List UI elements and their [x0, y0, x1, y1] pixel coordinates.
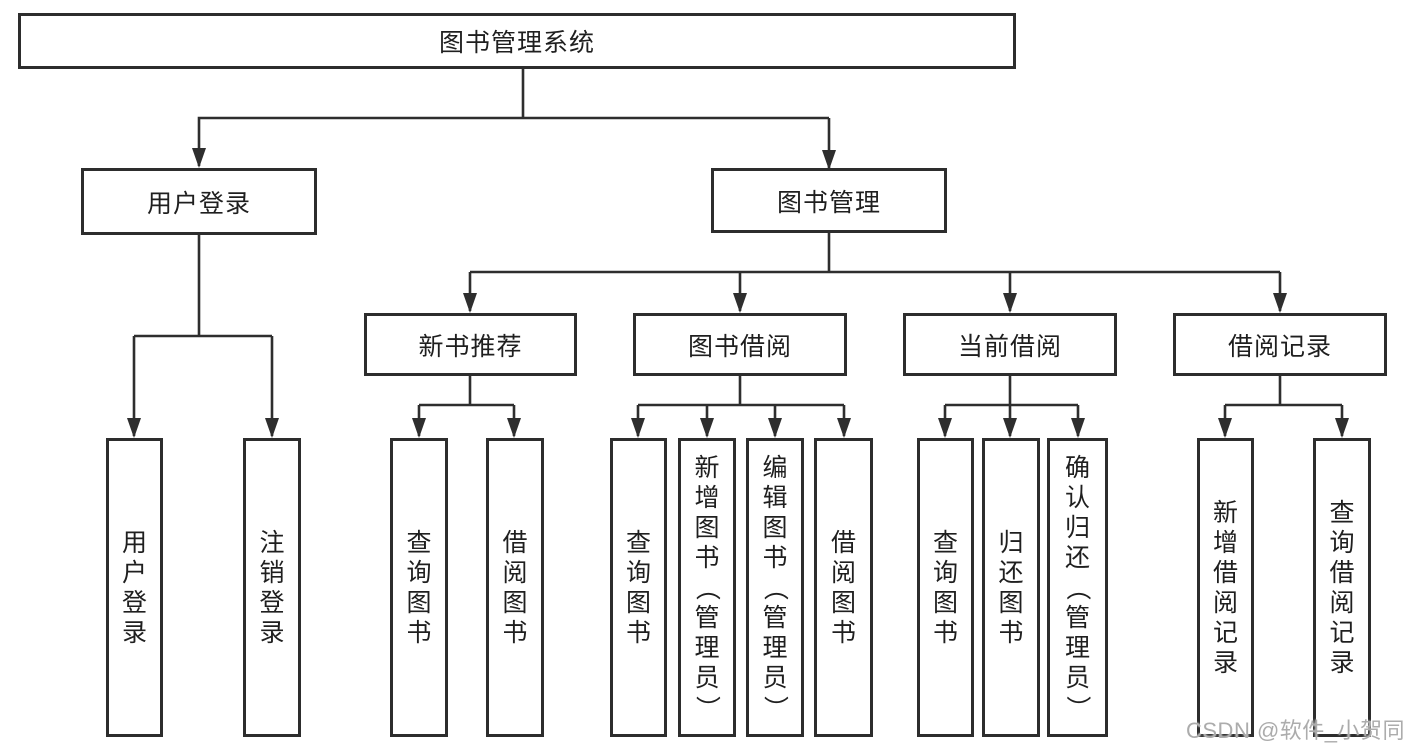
node-book-borrow: 图书借阅 [633, 313, 847, 376]
node-leaf-return-book: 归还图书 [982, 438, 1040, 737]
node-user-login: 用户登录 [81, 168, 317, 235]
node-leaf-query-books-2: 查询图书 [610, 438, 667, 737]
node-leaf-query-books-3: 查询图书 [917, 438, 974, 737]
connector-current-borrow-to-leaves [938, 376, 1085, 438]
node-leaf-add-borrow-record: 新增借阅记录 [1197, 438, 1254, 737]
connector-book-borrow-to-leaves [631, 376, 851, 438]
node-leaf-edit-book-admin: 编辑图书（管理员） [746, 438, 804, 737]
node-leaf-add-book-admin: 新增图书（管理员） [678, 438, 736, 737]
node-leaf-query-books-1: 查询图书 [390, 438, 448, 737]
node-root-library-system: 图书管理系统 [18, 13, 1016, 69]
connector-borrow-records-to-leaves [1218, 376, 1349, 438]
csdn-watermark: CSDN @软件_小贺同学 [1186, 718, 1405, 743]
connector-book-mgmt-to-level3 [463, 233, 1287, 313]
node-leaf-confirm-return-admin: 确认归还（管理员） [1047, 438, 1108, 737]
node-leaf-user-login: 用户登录 [106, 438, 163, 737]
node-current-borrow: 当前借阅 [903, 313, 1117, 376]
node-leaf-borrow-books-1: 借阅图书 [486, 438, 544, 737]
node-new-book-recommend: 新书推荐 [364, 313, 577, 376]
connector-root-to-level2 [192, 69, 836, 170]
node-book-management: 图书管理 [711, 168, 947, 233]
node-leaf-logout: 注销登录 [243, 438, 301, 737]
node-leaf-query-borrow-record: 查询借阅记录 [1313, 438, 1371, 737]
node-leaf-borrow-books-2: 借阅图书 [814, 438, 873, 737]
connector-new-book-to-leaves [412, 376, 521, 438]
node-borrow-records: 借阅记录 [1173, 313, 1387, 376]
connector-user-login-to-leaves [127, 235, 279, 438]
